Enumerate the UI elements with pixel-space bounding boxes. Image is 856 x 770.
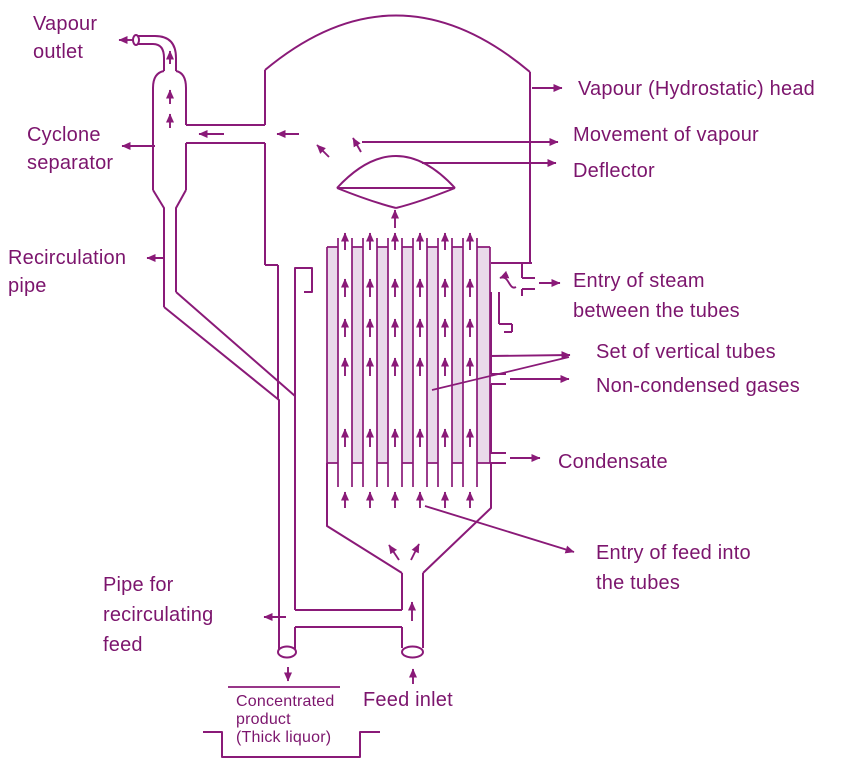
label-line: Recirculation [8,247,127,269]
label-line: Pipe for [103,574,174,596]
recirc-tee-duct [294,609,402,650]
flow-arrows [118,36,517,684]
bundle-outer-edges [326,247,491,463]
bundle-sheets [327,246,490,464]
label-line: the tubes [596,572,681,594]
cyclone-body [152,58,187,190]
steam-space [452,247,463,463]
steam-nozzle [521,263,535,296]
feed-pipe-mouth [401,645,424,659]
label-line: product [236,711,291,728]
tube-walls [337,238,478,487]
label-movement-of-vapour: Movement of vapour [573,121,759,149]
label-recirculation-pipe: Recirculation pipe [8,244,126,300]
label-set-of-vertical-tubes: Set of vertical tubes [596,338,776,366]
label-line: Concentrated [236,693,335,710]
tube-bundle-shading [327,247,490,463]
label-deflector: Deflector [573,157,655,185]
leader-lines [121,84,575,621]
label-line: Vapour [33,13,98,35]
ncg-vent-channel [490,292,513,374]
feed-pipe [401,573,424,648]
label-vapour-outlet: Vapour outlet [33,10,97,66]
label-non-condensed-gases: Non-condensed gases [596,372,800,400]
leader-entry-of-feed [424,505,575,554]
leader-set-of-tubes [489,351,571,360]
tray-outline [203,731,380,758]
label-line: Entry of steam [573,270,705,292]
cyclone-taper [152,189,187,307]
label-line: recirculating [103,604,214,626]
vapour-arrow [316,144,330,158]
cyclone-separator [132,34,187,307]
steam-entry-arrow [499,270,517,289]
steam-space [327,247,338,463]
label-entry-of-feed: Entry of feed into the tubes [596,538,751,598]
vessel-cone-left [326,463,403,574]
tube-bundle [326,238,491,487]
condensate-port [490,452,506,464]
label-line: Cyclone [27,124,101,146]
product-tray [203,686,380,758]
vapour-arrow [352,137,362,153]
label-line: Condensate [558,451,668,473]
splash-arrow [388,544,400,561]
label-pipe-for-recirculating-feed: Pipe for recirculating feed [103,570,213,660]
label-line: (Thick liquor) [236,729,332,746]
label-concentrated-product: Concentrated product (Thick liquor) [236,693,334,747]
label-line: Non-condensed gases [596,375,800,397]
steam-space [352,247,363,463]
recirc-pipe-wall [175,291,296,397]
recirc-pipe-wall [163,306,280,650]
internal-riser-pipe [294,267,313,610]
product-pipe-mouth [277,645,297,659]
splash-arrow [410,543,420,561]
leader-set-of-tubes-branch [431,356,570,391]
label-line: separator [27,152,114,174]
label-line: pipe [8,275,47,297]
label-line: between the tubes [573,300,740,322]
label-entry-of-steam: Entry of steam between the tubes [573,266,740,326]
deflector-skirt [336,187,456,209]
label-line: Entry of feed into [596,542,751,564]
label-line: Vapour (Hydrostatic) head [578,78,815,100]
steam-space [427,247,438,463]
vapour-duct [186,124,265,144]
label-line: outlet [33,41,84,63]
shell-right-wall [422,384,492,574]
label-feed-inlet: Feed inlet [363,686,453,714]
vessel-dome [264,14,531,73]
steam-space [477,247,490,463]
vessel-left-wall [264,70,279,399]
deflector-shape [336,155,456,209]
deflector-dome [336,155,456,189]
steam-space [377,247,388,463]
recirculation-pipe [163,291,296,650]
label-line: Feed inlet [363,689,453,711]
label-line: Movement of vapour [573,124,759,146]
steam-space [402,247,413,463]
vessel-outline [186,14,535,659]
label-line: Set of vertical tubes [596,341,776,363]
label-vapour-head: Vapour (Hydrostatic) head [578,75,815,103]
label-line: Deflector [573,160,655,182]
vapour-outlet-elbow [137,35,177,59]
label-condensate: Condensate [558,448,668,476]
label-cyclone-separator: Cyclone separator [27,121,113,177]
label-line: feed [103,634,143,656]
